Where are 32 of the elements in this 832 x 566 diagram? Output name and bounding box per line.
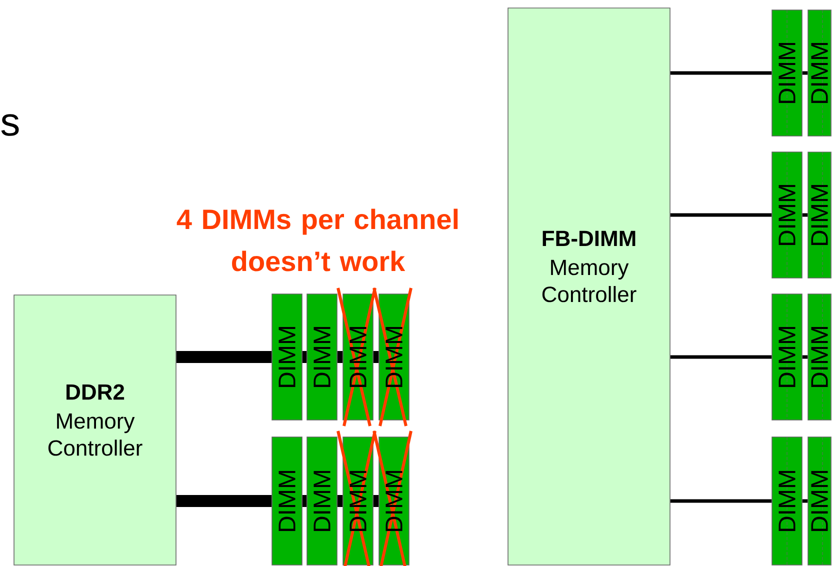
dimm-module: DIMM [808, 152, 832, 278]
dimm-module: DIMM [772, 152, 802, 278]
bus-line [670, 213, 772, 217]
bus-line [302, 351, 307, 363]
dimm-module: DIMM [772, 10, 802, 136]
bus-line [337, 351, 343, 363]
dimm-module: DIMM [808, 294, 832, 420]
dimm-module: DIMM [772, 436, 802, 566]
bus-line [373, 351, 379, 363]
bus-line [802, 499, 808, 503]
memory-controller-box: DDR2 Memory Controller [14, 294, 176, 566]
bus-line [176, 351, 272, 363]
dimm-module: DIMM [808, 436, 832, 566]
title-fragment: s [1, 114, 19, 136]
bus-line [302, 495, 307, 507]
bus-line [802, 213, 808, 217]
bus-line [670, 355, 772, 359]
dimm-module: DIMM [306, 436, 338, 566]
dimm-module: DIMM [272, 294, 302, 420]
memory-controller-box: FB-DIMM Memory Controller [508, 8, 670, 566]
bus-line [670, 499, 772, 503]
bus-line [337, 495, 343, 507]
bus-line [373, 495, 379, 507]
dimm-module: DIMM [272, 436, 302, 566]
bus-line [802, 71, 808, 75]
dimm-module: DIMM [306, 294, 338, 420]
warning-text: 4 DIMMs per channel doesn’t work [176, 208, 458, 272]
dimm-module: DIMM [808, 10, 832, 136]
bus-line [802, 355, 808, 359]
bus-line [670, 71, 772, 75]
dimm-module: DIMM [772, 294, 802, 420]
bus-line [176, 495, 272, 507]
